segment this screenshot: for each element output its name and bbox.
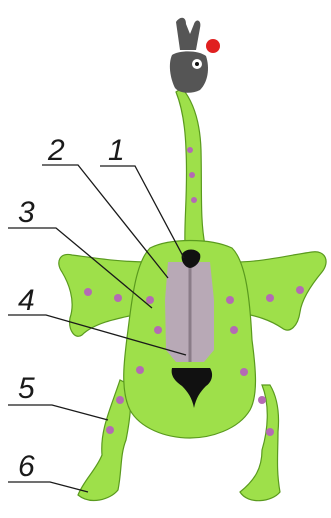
label-5: 5 bbox=[18, 372, 35, 405]
head bbox=[170, 51, 208, 92]
label-4: 4 bbox=[18, 284, 35, 317]
label-3: 3 bbox=[18, 196, 35, 229]
beak bbox=[176, 18, 200, 50]
label-2: 2 bbox=[47, 134, 65, 167]
label-1: 1 bbox=[108, 134, 125, 167]
leader-6 bbox=[8, 482, 88, 492]
leader-5 bbox=[8, 405, 108, 420]
pupil bbox=[195, 62, 199, 66]
neck bbox=[176, 88, 205, 245]
label-6: 6 bbox=[18, 450, 35, 483]
comb bbox=[206, 39, 220, 53]
